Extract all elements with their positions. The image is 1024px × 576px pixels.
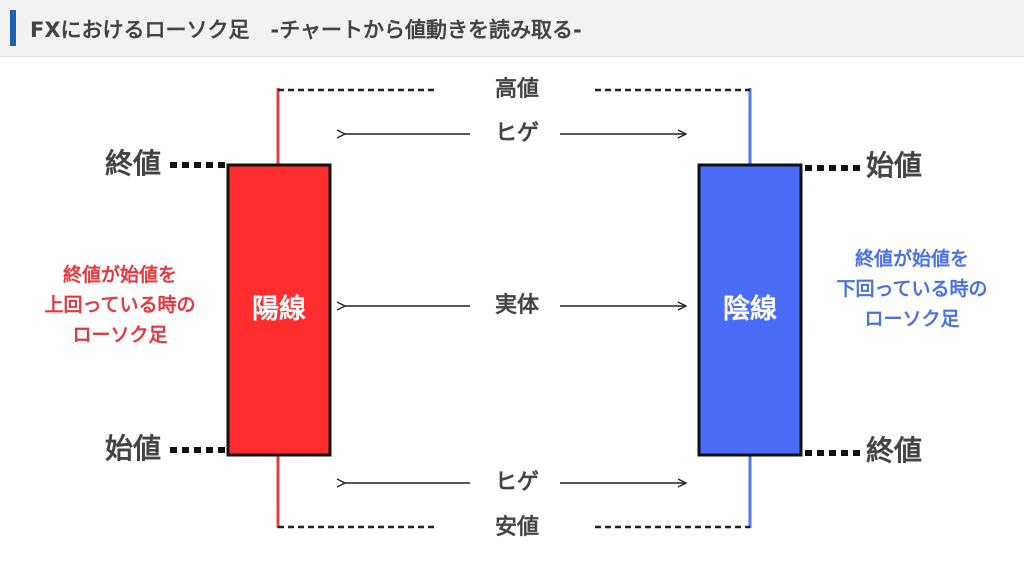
bearish-note-line: 下回っている時の <box>836 278 988 300</box>
low-label: 安値 <box>494 515 539 540</box>
header-accent <box>10 10 16 46</box>
bullish-note-line: ローソク足 <box>72 324 168 346</box>
body-label: 実体 <box>494 293 539 318</box>
bullish-candle-name: 陽線 <box>252 294 306 325</box>
bearish-candle-body <box>697 163 803 457</box>
bearish-note-line: ローソク足 <box>864 308 960 330</box>
bullish-note-line: 終値が始値を <box>62 264 177 286</box>
header-bar: FXにおけるローソク足 -チャートから値動きを読み取る- <box>0 0 1024 57</box>
lower-wick-label: ヒゲ <box>494 470 539 495</box>
bearish-note: 終値が始値を 下回っている時の ローソク足 <box>812 244 1012 334</box>
bullish-close-label: 終値 <box>105 147 162 180</box>
bearish-candle-name: 陰線 <box>723 294 777 325</box>
bearish-open-label: 始値 <box>866 149 923 182</box>
page-title: FXにおけるローソク足 -チャートから値動きを読み取る- <box>30 18 582 42</box>
bearish-note-line: 終値が始値を <box>854 248 969 270</box>
bullish-candle-body <box>226 163 332 457</box>
upper-wick-label: ヒゲ <box>494 121 539 146</box>
bullish-open-label: 始値 <box>105 432 162 465</box>
bearish-close-label: 終値 <box>866 434 923 467</box>
bullish-note: 終値が始値を 上回っている時の ローソク足 <box>20 260 220 350</box>
bullish-note-line: 上回っている時の <box>44 294 196 316</box>
high-label: 高値 <box>494 77 539 102</box>
